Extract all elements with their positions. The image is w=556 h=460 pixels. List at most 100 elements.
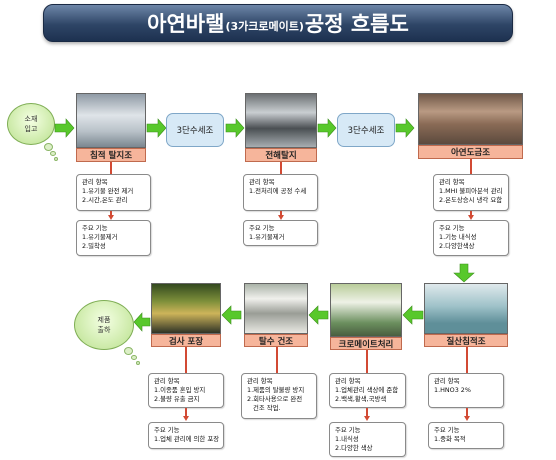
func-item: 2.밀착성	[82, 242, 106, 250]
mgmt-title: 관리 항목	[249, 178, 275, 186]
mgmt-item: 1.제품의 탈불량 방지	[247, 386, 305, 394]
mgmt-item: 건조 작업.	[253, 404, 281, 412]
label-electro: 전해탈지	[245, 148, 317, 162]
func-title: 주요 기능	[335, 426, 361, 434]
label-zinc: 아연도금조	[418, 145, 523, 159]
func-box-inspect: 주요 기능 1.업체 관리에 의한 포장	[148, 422, 224, 449]
flow-arrow-right	[54, 118, 75, 138]
mgmt-box-inspect: 관리 항목 1.이종품 혼입 방지 2.불량 유출 금지	[148, 373, 224, 408]
mgmt-title: 관리 항목	[439, 178, 465, 186]
func-item: 2.다양한 색상	[335, 444, 373, 452]
mgmt-title: 관리 항목	[335, 377, 361, 385]
flow-arrow-left	[133, 312, 151, 332]
func-box-zinc: 주요 기능 1.기능 내식성 2.다양한색상	[433, 220, 509, 256]
photo-zinc-plating	[418, 93, 523, 145]
connector-line	[110, 162, 112, 174]
func-box-nitric: 주요 기능 1.중화 목적	[428, 422, 504, 449]
mgmt-item: 1.전처리에 공정 수세	[249, 187, 307, 195]
label-chromate: 크로메이트처리	[330, 337, 402, 350]
connector-line	[276, 347, 278, 373]
arrow-line	[110, 211, 112, 216]
rinse-box-2: 3단수세조	[337, 113, 395, 147]
mgmt-box-dry: 관리 항목 1.제품의 탈불량 방지 2.회타사용으로 완전 건조 작업.	[241, 373, 317, 419]
mgmt-box-electro: 관리 항목 1.전처리에 공정 수세	[243, 174, 318, 211]
arrow-head	[467, 215, 474, 220]
end-cloud-line1: 제품	[97, 316, 111, 324]
func-item: 1.중화 목적	[434, 435, 466, 443]
flow-arrow-right	[225, 118, 245, 138]
mgmt-box-nitric: 관리 항목 1.HNO3 2%	[428, 373, 504, 408]
mgmt-item: 2.온도상승시 냉각 요함	[439, 196, 503, 204]
mgmt-title: 관리 항목	[247, 377, 273, 385]
func-title: 주요 기능	[439, 224, 465, 232]
func-item: 2.다양한색상	[439, 242, 475, 250]
func-title: 주요 기능	[82, 224, 108, 232]
func-title: 주요 기능	[434, 426, 460, 434]
func-box-electro: 주요 기능 1.유기물제거	[243, 220, 318, 246]
func-item: 1.유기물제거	[82, 233, 118, 241]
photo-degrease-tank	[76, 93, 146, 148]
photo-chromate	[330, 283, 402, 337]
title-sub: (3가크로메이트)	[225, 20, 304, 33]
func-box-chromate: 주요 기능 1.내식성 2.다양한 색상	[329, 422, 406, 457]
label-inspect: 검사 포장	[151, 334, 221, 347]
cloud-bubble	[124, 347, 133, 355]
mgmt-item: 1.MHI 불피아분석 관리	[439, 187, 503, 195]
flow-arrow-right	[395, 118, 415, 138]
label-dry: 탈수 건조	[244, 334, 308, 347]
title-main-prefix: 아연바랠	[147, 12, 225, 36]
arrow-head	[463, 416, 470, 421]
title-main-suffix: 공정 흐름도	[304, 12, 409, 36]
cloud-bubble	[54, 157, 58, 161]
mgmt-title: 관리 항목	[434, 377, 460, 385]
flow-arrow-left	[221, 305, 242, 325]
mgmt-item: 1.HNO3 2%	[434, 386, 471, 394]
mgmt-item: 2.백색,황색,국방색	[335, 395, 387, 403]
label-nitric: 질산침적조	[424, 334, 508, 347]
rinse-box-1: 3단수세조	[166, 113, 224, 147]
flow-arrow-left	[402, 305, 424, 325]
arrow-line	[366, 408, 368, 417]
arrow-head	[277, 215, 284, 220]
arrow-line	[280, 211, 282, 216]
connector-line	[185, 347, 187, 373]
cloud-bubble	[50, 151, 56, 156]
flow-arrow-left	[308, 305, 329, 325]
start-cloud-line2: 입고	[24, 125, 38, 133]
arrow-line	[470, 211, 472, 216]
mgmt-box-degrease: 관리 항목 1.유기물 완전 제거 2.시간,온도 관리	[76, 174, 151, 211]
flow-arrow-right	[317, 118, 337, 138]
connector-line	[466, 347, 468, 373]
mgmt-item: 2.불량 유출 금지	[154, 395, 200, 403]
mgmt-box-zinc: 관리 항목 1.MHI 불피아분석 관리 2.온도상승시 냉각 요함	[433, 174, 509, 211]
start-cloud-line1: 소재	[24, 115, 38, 123]
cloud-bubble	[136, 361, 140, 365]
connector-line	[280, 162, 282, 174]
mgmt-item: 1.유기물 완전 제거	[82, 187, 134, 195]
mgmt-title: 관리 항목	[154, 377, 180, 385]
photo-dewater-dry	[244, 283, 308, 334]
mgmt-box-chromate: 관리 항목 1.업체관리 색상에 준함 2.백색,황색,국방색	[329, 373, 406, 408]
flow-arrow-right	[146, 118, 167, 138]
cloud-bubble	[44, 143, 53, 151]
func-item: 1.내식성	[335, 435, 359, 443]
mgmt-item: 1.이종품 혼입 방지	[154, 386, 206, 394]
connector-line	[366, 350, 368, 373]
arrow-head	[182, 416, 189, 421]
flow-arrow-down	[453, 263, 475, 283]
cloud-bubble	[131, 355, 137, 360]
photo-nitric-dip	[424, 283, 508, 334]
end-cloud-line2: 출하	[97, 326, 111, 334]
photo-inspection-packing	[151, 283, 221, 334]
mgmt-item: 2.회타사용으로 완전	[247, 395, 303, 403]
connector-line	[470, 159, 472, 174]
photo-electrolytic-degrease	[245, 93, 317, 148]
func-title: 주요 기능	[154, 426, 180, 434]
func-item: 1.업체 관리에 의한 포장	[154, 435, 220, 443]
func-box-degrease: 주요 기능 1.유기물제거 2.밀착성	[76, 220, 151, 256]
arrow-head	[363, 416, 370, 421]
title-banner: 아연바랠(3가크로메이트)공정 흐름도	[43, 4, 513, 42]
